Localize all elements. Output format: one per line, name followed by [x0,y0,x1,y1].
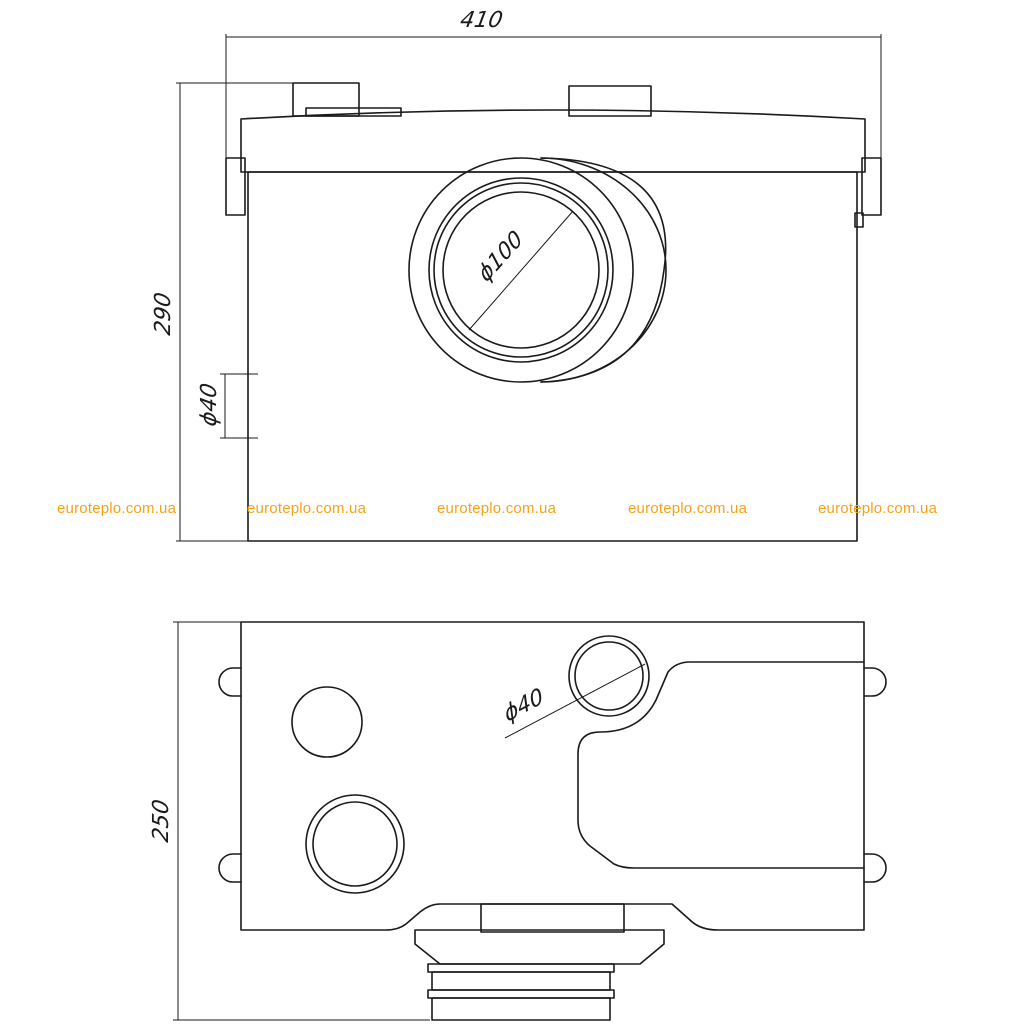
dimension-phi100-label: ϕ100 [474,225,528,288]
outlet-fitting [414,903,665,1021]
watermark-2: euroteplo.com.ua [247,500,367,517]
watermark-3: euroteplo.com.ua [437,500,557,517]
dimension-250: 250 [148,621,430,1021]
dimension-290: 290 [150,82,300,542]
side-tab-right [861,157,882,216]
dimension-410: 410 [225,7,882,160]
top-nub-right [568,85,652,117]
outlet-back-ring [540,157,667,383]
lug-right-top [863,667,887,697]
front-view: 410 290 ϕ40 [150,7,882,542]
dimension-410-label: 410 [458,7,505,33]
lug-left-bottom [218,853,242,883]
outlet-pipe: ϕ100 [408,157,667,383]
lug-right-bottom [863,853,887,883]
housing-body [247,171,858,542]
lug-left-top [218,667,242,697]
inlet-phi40-inner [574,641,644,711]
dimension-phi40-top-label: ϕ40 [501,683,547,728]
inlet-plain [291,686,363,758]
motor-recess [577,661,865,869]
side-tab-right-small [854,212,864,228]
dimension-250-label: 250 [148,798,174,845]
inlet-phi40-outer [568,635,650,717]
top-view: 250 ϕ40 [148,621,887,1021]
watermark-1: euroteplo.com.ua [57,500,177,517]
dimension-phi40-side-label: ϕ40 [196,381,222,428]
watermark-4: euroteplo.com.ua [628,500,748,517]
top-nub-left [292,82,360,117]
inlet-large-outer [305,794,405,894]
top-housing-outline [240,621,865,931]
side-tab-left [225,157,246,216]
watermark-5: euroteplo.com.ua [818,500,938,517]
lid [240,109,866,173]
inlet-large-inner [312,801,398,887]
dimension-phi40-side: ϕ40 [196,373,258,439]
dimension-290-label: 290 [150,291,176,338]
